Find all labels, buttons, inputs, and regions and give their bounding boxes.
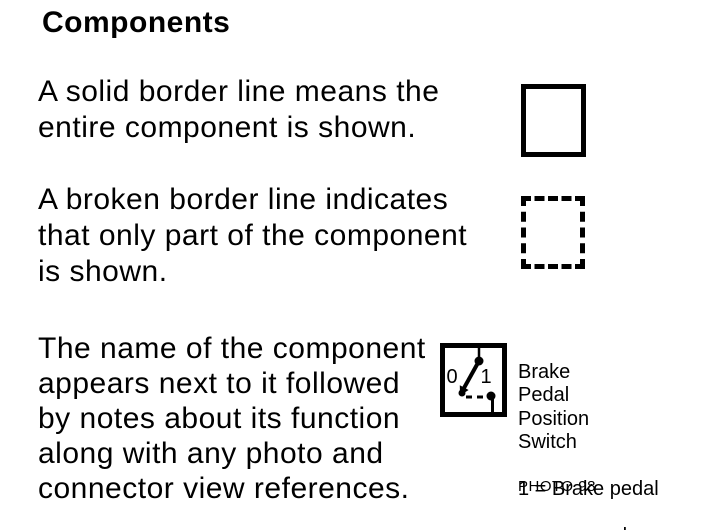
switch-note-line-2: pressed. [518,525,659,530]
switch-symbol-border [440,343,507,417]
solid-border-description: A solid border line means the entire com… [38,75,440,144]
component-label-block: Brake Pedal Position Switch 1 = Brake pe… [518,337,659,530]
brake-pedal-position-switch-icon: 0 1 [440,343,507,417]
switch-arm-end-dot [458,389,466,397]
switch-position-0-label: 0 [446,366,457,388]
broken-border-description: A broken border line indicates that only… [38,183,468,288]
switch-note-line-1: 1 = Brake pedal [518,478,659,500]
photo-reference: PHOTO 98 [518,478,596,495]
switch-position-1-label: 1 [480,366,491,388]
page-title: Components [42,6,231,39]
switch-arm [462,360,481,389]
solid-border-box-icon [521,84,586,157]
component-name-description: The name of the component appears next t… [38,332,426,505]
broken-border-box-icon [521,196,585,269]
component-name: Brake Pedal Position Switch [518,360,590,454]
